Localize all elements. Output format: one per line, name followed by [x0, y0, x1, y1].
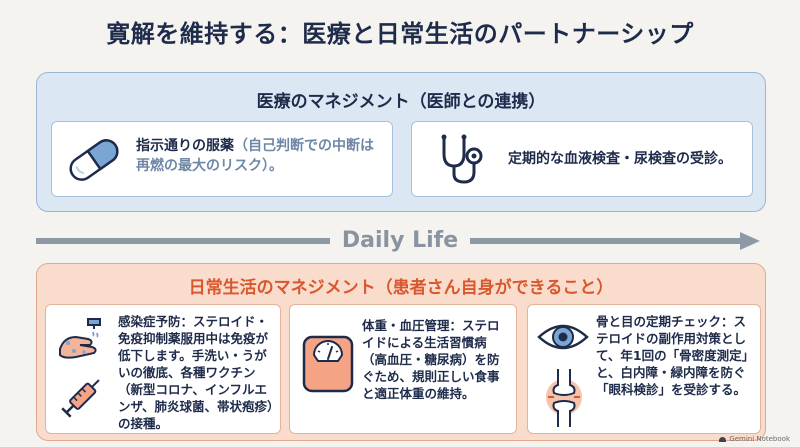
- arrow-right-icon: [740, 232, 760, 250]
- weight-bp-card: 体重・血圧管理：ステロイドによる生活習慣病（高血圧・糖尿病）を防ぐため、規則正し…: [289, 304, 517, 434]
- infection-prevention-text: 感染症予防：ステロイド・免疫抑制薬服用中は免疫が低下します。手洗い・うがいの徹底…: [118, 314, 274, 431]
- infection-prevention-card: 感染症予防：ステロイド・免疫抑制薬服用中は免疫が低下します。手洗い・うがいの徹底…: [45, 304, 281, 434]
- daily-heading: 日常生活のマネジメント（患者さん自身ができること）: [188, 278, 614, 298]
- scale-icon: [302, 335, 354, 393]
- stethoscope-icon: [441, 134, 483, 184]
- medication-card: 指示通りの服薬（自己判断での中断は再燃の最大のリスク）。: [51, 121, 393, 197]
- weight-bp-text: 体重・血圧管理：ステロイドによる生活習慣病（高血圧・糖尿病）を防ぐため、規則正し…: [362, 318, 500, 401]
- joint-icon: [546, 369, 582, 427]
- medical-management-section: 医療のマネジメント（医師との連携） 指示通りの服薬（自己判断での中断は再燃の最大…: [36, 72, 766, 212]
- notebook-logo-icon: [719, 436, 727, 442]
- medication-text: 指示通りの服薬（自己判断での中断は再燃の最大のリスク）。: [136, 136, 382, 176]
- handwashing-icon: [59, 318, 101, 359]
- syringe-icon: [61, 379, 100, 418]
- bone-eye-check-card: 骨と目の定期チェック：ステロイドの副作用対策として、年1回の「骨密度測定」と、白…: [527, 304, 761, 434]
- medication-strong: 指示通りの服薬: [136, 138, 234, 154]
- bone-eye-check-text: 骨と目の定期チェック：ステロイドの副作用対策として、年1回の「骨密度測定」と、白…: [596, 314, 748, 397]
- checkup-card: 定期的な血液検査・尿検査の受診。: [411, 121, 753, 197]
- checkup-text: 定期的な血液検査・尿検査の受診。: [508, 151, 732, 167]
- medical-heading: 医療のマネジメント（医師との連携）: [256, 92, 546, 112]
- brand-footer: Gemini Notebook: [719, 435, 790, 443]
- daily-management-section: 日常生活のマネジメント（患者さん自身ができること） 感染症予防：ステロイド・免疫…: [36, 263, 766, 441]
- brand-label: Gemini Notebook: [729, 435, 790, 443]
- daily-life-label: Daily Life: [330, 226, 470, 256]
- capsule-icon: [69, 139, 119, 181]
- page-title: 寛解を維持する：医療と日常生活のパートナーシップ: [106, 20, 694, 48]
- eye-icon: [537, 324, 589, 350]
- medication-note: （自己判断での中断は再燃の最大のリスク）。: [136, 138, 374, 174]
